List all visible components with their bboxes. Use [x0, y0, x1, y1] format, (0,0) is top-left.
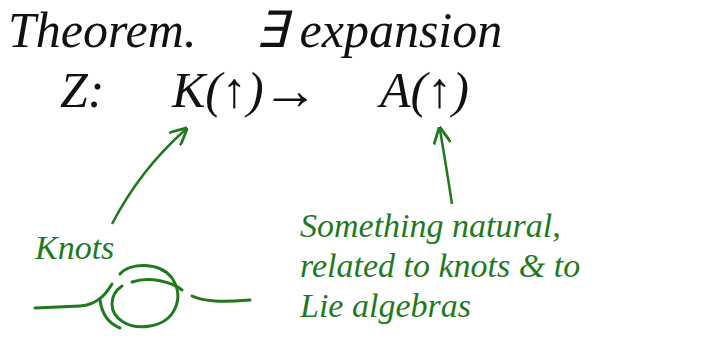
annotation: Knots [35, 228, 114, 267]
formula: → [262, 58, 318, 122]
formula: K(↑) [172, 62, 264, 120]
heading: Theorem. [8, 2, 196, 60]
formula: Z: [60, 62, 104, 120]
annotation: Something natural, related to knots & to… [300, 206, 620, 326]
leader-arrow [440, 130, 452, 204]
heading: ∃ expansion [255, 2, 502, 60]
knot-drawing [35, 265, 250, 328]
formula: A(↑) [380, 62, 469, 120]
leader-arrow [112, 130, 185, 224]
